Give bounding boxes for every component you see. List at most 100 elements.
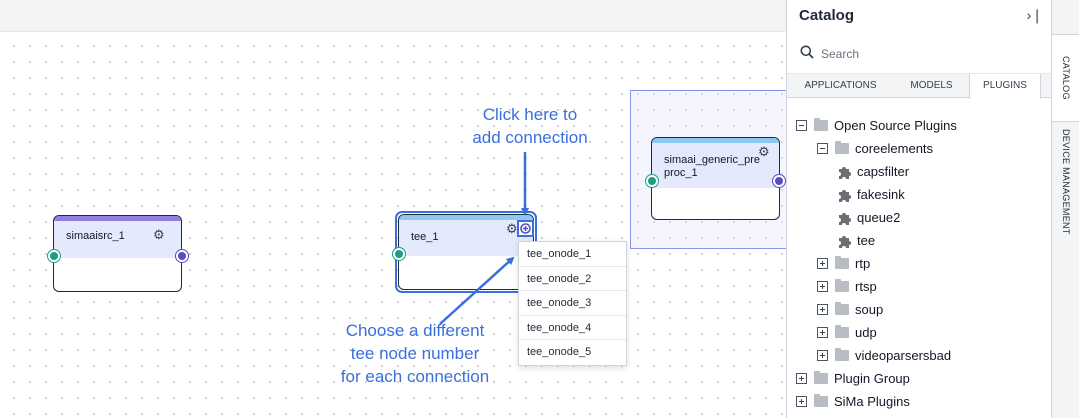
folder-icon (814, 118, 828, 131)
tree-item-coreelements[interactable]: coreelements (817, 137, 933, 160)
tab-label: CATALOG (1061, 56, 1071, 100)
callout-line: Choose a different (345, 321, 485, 340)
dropdown-option[interactable]: tee_onode_1 (519, 242, 626, 267)
input-port[interactable] (48, 250, 60, 262)
callout-line: Click here to (482, 105, 578, 124)
tree-item-label: videoparsersbad (855, 348, 952, 363)
expand-icon[interactable] (817, 304, 828, 315)
folder-icon (835, 256, 849, 269)
input-port[interactable] (393, 248, 405, 260)
node-title: tee_1 (411, 231, 439, 243)
tree-item-label: capsfilter (857, 164, 910, 179)
callout-add-connection: Click here to add connection (455, 103, 605, 149)
tab-device-management[interactable]: DEVICE MANAGEMENT (1052, 122, 1079, 242)
dropdown-option[interactable]: tee_onode_4 (519, 316, 626, 341)
folder-icon (835, 325, 849, 338)
tab-label: DEVICE MANAGEMENT (1061, 129, 1071, 235)
tree-item-fakesink[interactable]: fakesink (837, 183, 905, 206)
tree-item-tee[interactable]: tee (837, 229, 875, 252)
node-stripe (399, 215, 533, 220)
node-simaaisrc[interactable]: simaaisrc_1 ⚙ (48, 215, 188, 292)
folder-icon (835, 302, 849, 315)
puzzle-piece-icon (839, 166, 851, 179)
expand-icon[interactable] (817, 350, 828, 361)
callout-line: add connection (472, 128, 588, 147)
tree-item-label: queue2 (857, 210, 901, 225)
tree-item-label: coreelements (855, 141, 934, 156)
catalog-panel: Catalog ›❘ APPLICATIONS MODELS PLUGINS O… (786, 0, 1051, 418)
tree-item-label: soup (855, 302, 884, 317)
tab-applications[interactable]: APPLICATIONS (804, 80, 877, 91)
catalog-tabs: APPLICATIONS MODELS PLUGINS (787, 73, 1051, 99)
canvas-toolbar (0, 0, 786, 32)
tree-item-open-source-plugins[interactable]: Open Source Plugins (796, 114, 957, 137)
folder-icon (814, 371, 828, 384)
search-input[interactable] (821, 44, 1041, 64)
tree-item-label: tee (857, 233, 876, 248)
folder-icon (814, 394, 828, 407)
tree-item-rtp[interactable]: rtp (817, 252, 870, 275)
node-header (54, 216, 181, 258)
node-title: simaai_generic_pre proc_1 (664, 154, 760, 179)
search-bar (787, 36, 1051, 72)
collapse-icon[interactable] (796, 120, 807, 131)
node-tee[interactable]: tee_1 ⚙ (393, 214, 534, 290)
gear-icon[interactable]: ⚙ (153, 227, 165, 242)
folder-icon (835, 348, 849, 361)
tree-item-label: rtsp (855, 279, 877, 294)
tab-plugins[interactable]: PLUGINS (969, 74, 1041, 99)
tree-item-rtsp[interactable]: rtsp (817, 275, 877, 298)
node-header (399, 215, 533, 256)
expand-icon[interactable] (796, 373, 807, 384)
tree-item-label: Plugin Group (834, 371, 910, 386)
tree-item-videoparsersbad[interactable]: videoparsersbad (817, 344, 951, 367)
puzzle-piece-icon (839, 212, 851, 225)
tree-item-udp[interactable]: udp (817, 321, 877, 344)
pipeline-canvas[interactable]: simaaisrc_1 ⚙ tee_1 ⚙ tee_onode_1 tee_on… (0, 32, 790, 418)
tree-item-label: fakesink (857, 187, 905, 202)
tree-item-plugin-group[interactable]: Plugin Group (796, 367, 910, 390)
dropdown-option[interactable]: tee_onode_2 (519, 267, 626, 292)
gear-icon[interactable]: ⚙ (506, 221, 518, 236)
tab-catalog[interactable]: CATALOG (1052, 34, 1079, 122)
tree-item-label: udp (855, 325, 877, 340)
callout-choose-node: Choose a different tee node number for e… (320, 319, 510, 388)
folder-icon (835, 141, 849, 154)
output-port[interactable] (773, 175, 785, 187)
panel-title: Catalog (799, 7, 855, 24)
output-node-dropdown[interactable]: tee_onode_1 tee_onode_2 tee_onode_3 tee_… (518, 241, 627, 366)
tab-models[interactable]: MODELS (910, 80, 953, 91)
dropdown-option[interactable]: tee_onode_5 (527, 346, 592, 359)
tree-item-soup[interactable]: soup (817, 298, 883, 321)
callout-line: tee node number (350, 344, 480, 363)
right-tab-strip: CATALOG DEVICE MANAGEMENT (1051, 0, 1079, 418)
tree-item-queue2[interactable]: queue2 (837, 206, 900, 229)
node-stripe (652, 138, 779, 143)
node-stripe (54, 216, 181, 221)
add-connection-icon (520, 223, 531, 234)
output-port[interactable] (176, 250, 188, 262)
tree-item-label: rtp (855, 256, 871, 271)
expand-icon[interactable] (817, 281, 828, 292)
node-title: simaaisrc_1 (66, 230, 125, 242)
expand-icon[interactable] (817, 327, 828, 338)
expand-icon[interactable] (817, 258, 828, 269)
search-icon (800, 45, 814, 59)
folder-icon (835, 279, 849, 292)
tree-item-label: SiMa Plugins (834, 394, 910, 409)
expand-icon[interactable] (796, 396, 807, 407)
puzzle-piece-icon (839, 235, 851, 248)
callout-line: for each connection (340, 367, 490, 386)
add-connection-button[interactable] (517, 220, 534, 237)
puzzle-piece-icon (839, 189, 851, 202)
collapse-panel-icon[interactable]: ›❘ (1026, 7, 1043, 23)
collapse-icon[interactable] (817, 143, 828, 154)
node-header (652, 138, 779, 188)
dropdown-option[interactable]: tee_onode_3 (519, 291, 626, 316)
node-generic-preproc[interactable]: simaai_generic_pre proc_1 ⚙ (646, 137, 785, 220)
tree-item-sima-plugins[interactable]: SiMa Plugins (796, 390, 910, 413)
gear-icon[interactable]: ⚙ (758, 144, 770, 159)
tree-item-capsfilter[interactable]: capsfilter (837, 160, 909, 183)
input-port[interactable] (646, 175, 658, 187)
tree-item-label: Open Source Plugins (834, 118, 957, 133)
